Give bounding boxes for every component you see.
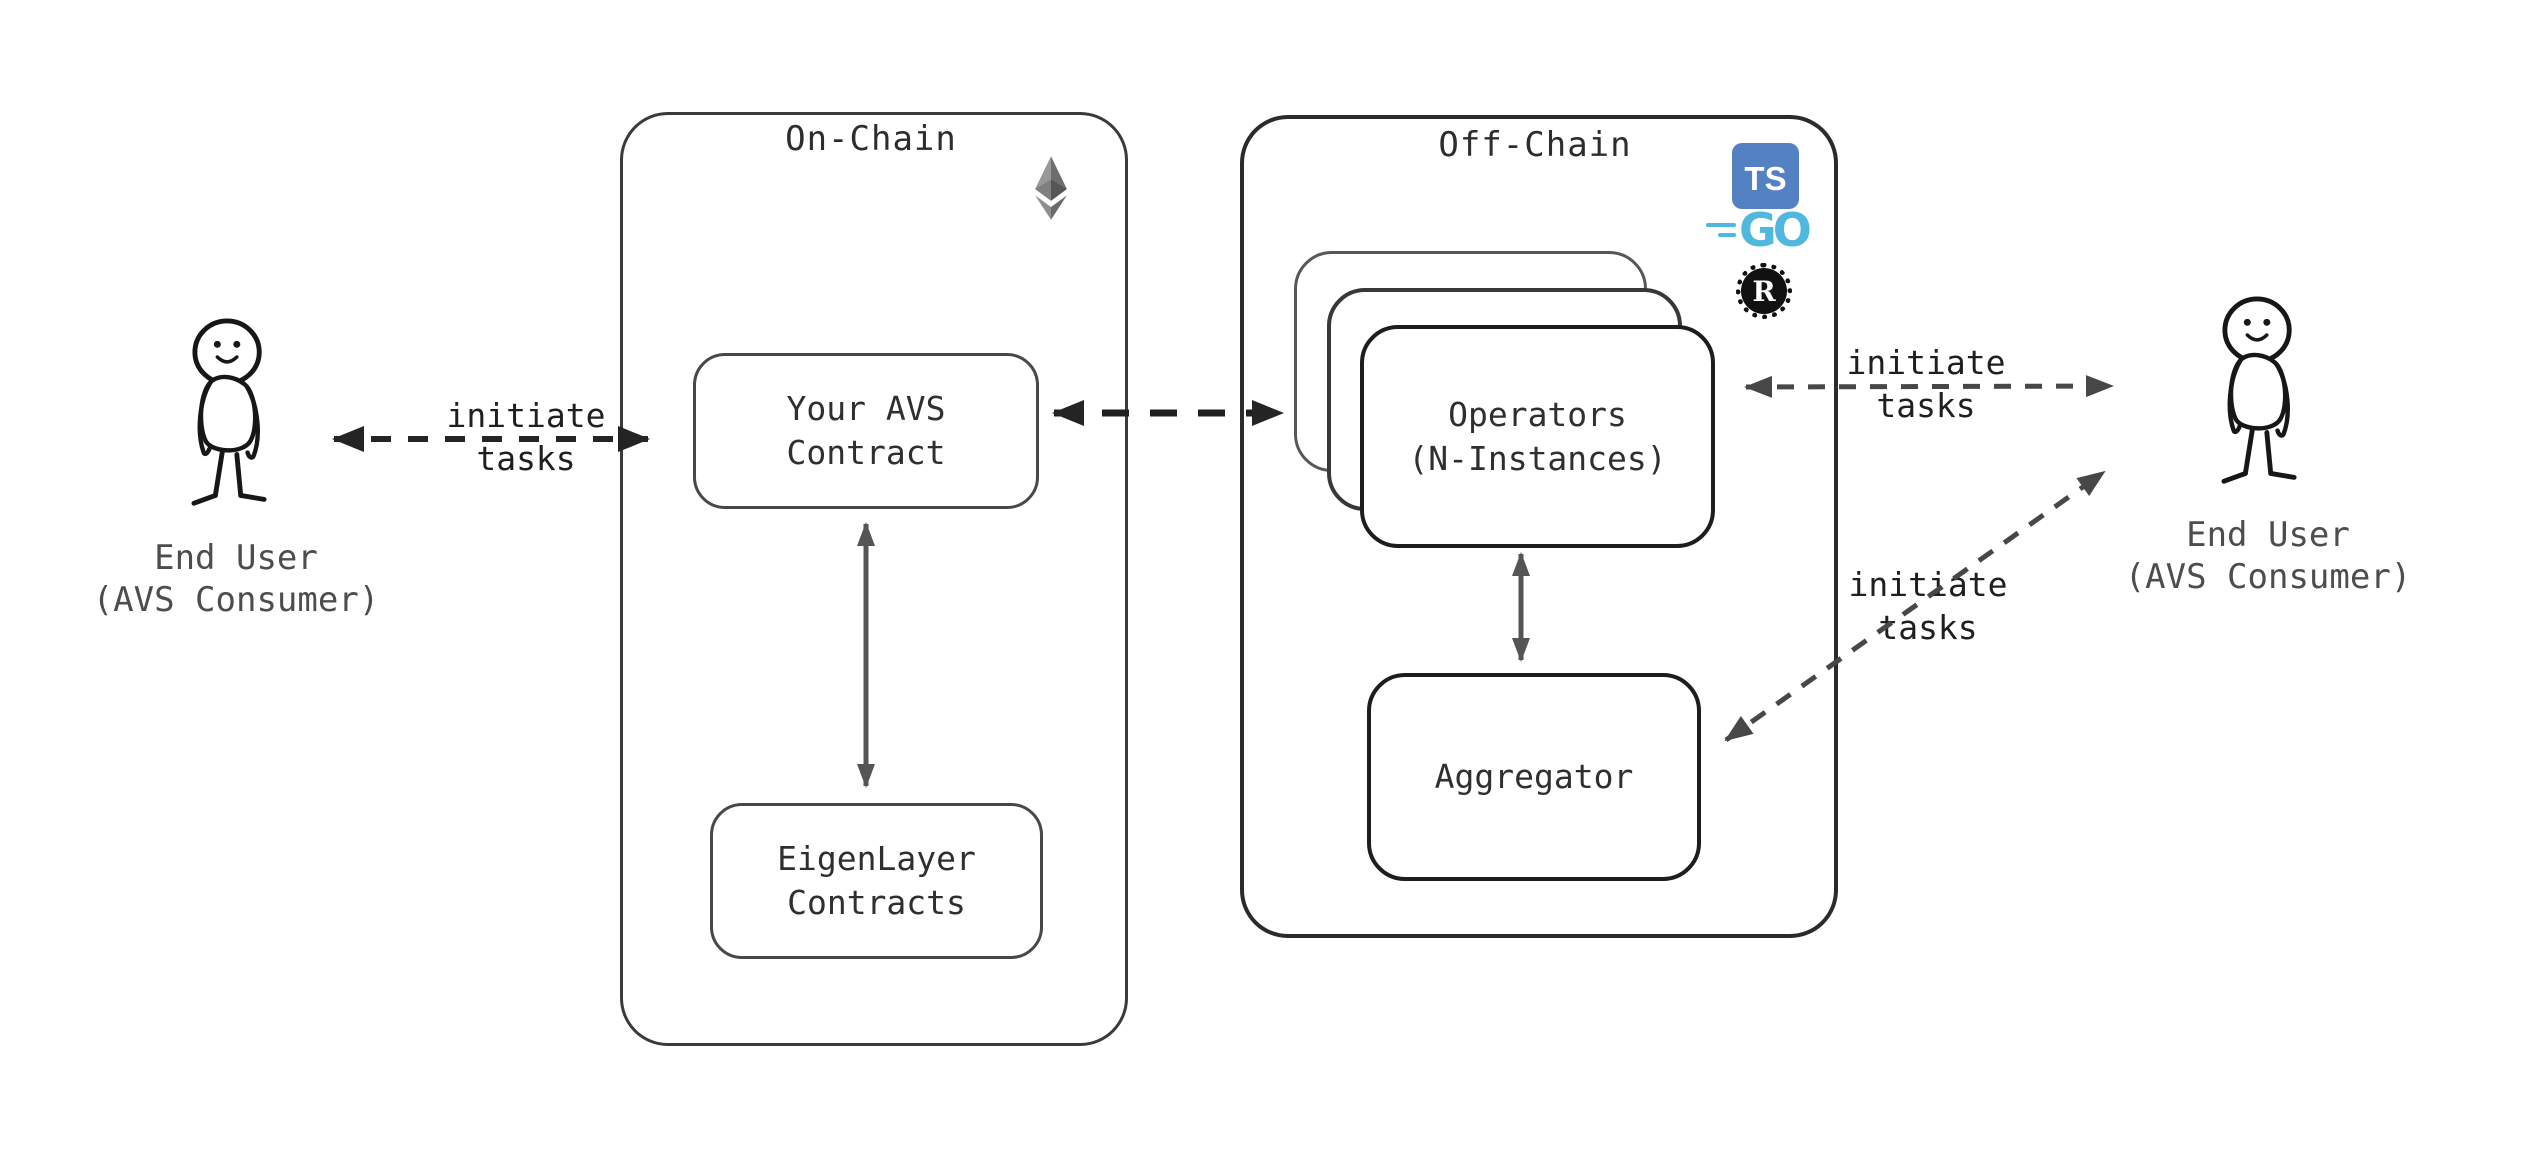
eigenlayer-contracts-box: EigenLayer Contracts bbox=[710, 803, 1043, 959]
operators-box-line1: Operators bbox=[1448, 394, 1627, 434]
go-icon-label: GO bbox=[1739, 203, 1812, 257]
ethereum-icon bbox=[1035, 156, 1067, 220]
initiate-tasks-left-line2: tasks bbox=[476, 439, 576, 478]
end-user-left-label-line2: (AVS Consumer) bbox=[92, 580, 380, 620]
avs-box-line1: Your AVS bbox=[786, 389, 946, 428]
end-user-right-figure bbox=[2216, 296, 2304, 491]
go-icon: GO bbox=[1706, 203, 1812, 257]
aggregator-box: Aggregator bbox=[1367, 673, 1701, 881]
initiate-tasks-aggregator-line1: initiate bbox=[1848, 565, 2008, 604]
end-user-right-label-line2: (AVS Consumer) bbox=[2124, 557, 2412, 597]
initiate-tasks-label-left: initiate tasks bbox=[406, 394, 646, 480]
operators-box: Operators (N-Instances) bbox=[1360, 325, 1715, 548]
typescript-icon: TS bbox=[1732, 143, 1799, 209]
avs-box-line2: Contract bbox=[786, 433, 946, 472]
typescript-icon-label: TS bbox=[1744, 160, 1787, 197]
onchain-title: On-Chain bbox=[785, 119, 957, 159]
end-user-left-figure bbox=[186, 318, 274, 513]
go-speed-lines bbox=[1706, 223, 1736, 237]
eigen-box-line1: EigenLayer bbox=[777, 839, 976, 878]
end-user-left-label: End User (AVS Consumer) bbox=[26, 537, 446, 621]
initiate-tasks-label-aggregator: initiate tasks bbox=[1808, 563, 2048, 649]
end-user-right-label: End User (AVS Consumer) bbox=[2058, 514, 2478, 598]
end-user-left-label-line1: End User bbox=[154, 538, 318, 578]
aggregator-box-label: Aggregator bbox=[1434, 757, 1634, 796]
initiate-tasks-left-line1: initiate bbox=[446, 396, 606, 435]
eigen-box-line2: Contracts bbox=[787, 883, 966, 922]
operators-box-line2: (N-Instances) bbox=[1408, 438, 1667, 478]
offchain-title: Off-Chain bbox=[1438, 125, 1632, 165]
initiate-tasks-label-operators: initiate tasks bbox=[1806, 341, 2046, 427]
initiate-tasks-operators-line2: tasks bbox=[1876, 386, 1976, 425]
initiate-tasks-aggregator-line2: tasks bbox=[1878, 608, 1978, 647]
your-avs-contract-box: Your AVS Contract bbox=[693, 353, 1039, 509]
rust-icon: R bbox=[1736, 263, 1792, 319]
end-user-right-label-line1: End User bbox=[2186, 515, 2350, 555]
initiate-tasks-operators-line1: initiate bbox=[1846, 343, 2006, 382]
rust-icon-label: R bbox=[1752, 274, 1776, 308]
